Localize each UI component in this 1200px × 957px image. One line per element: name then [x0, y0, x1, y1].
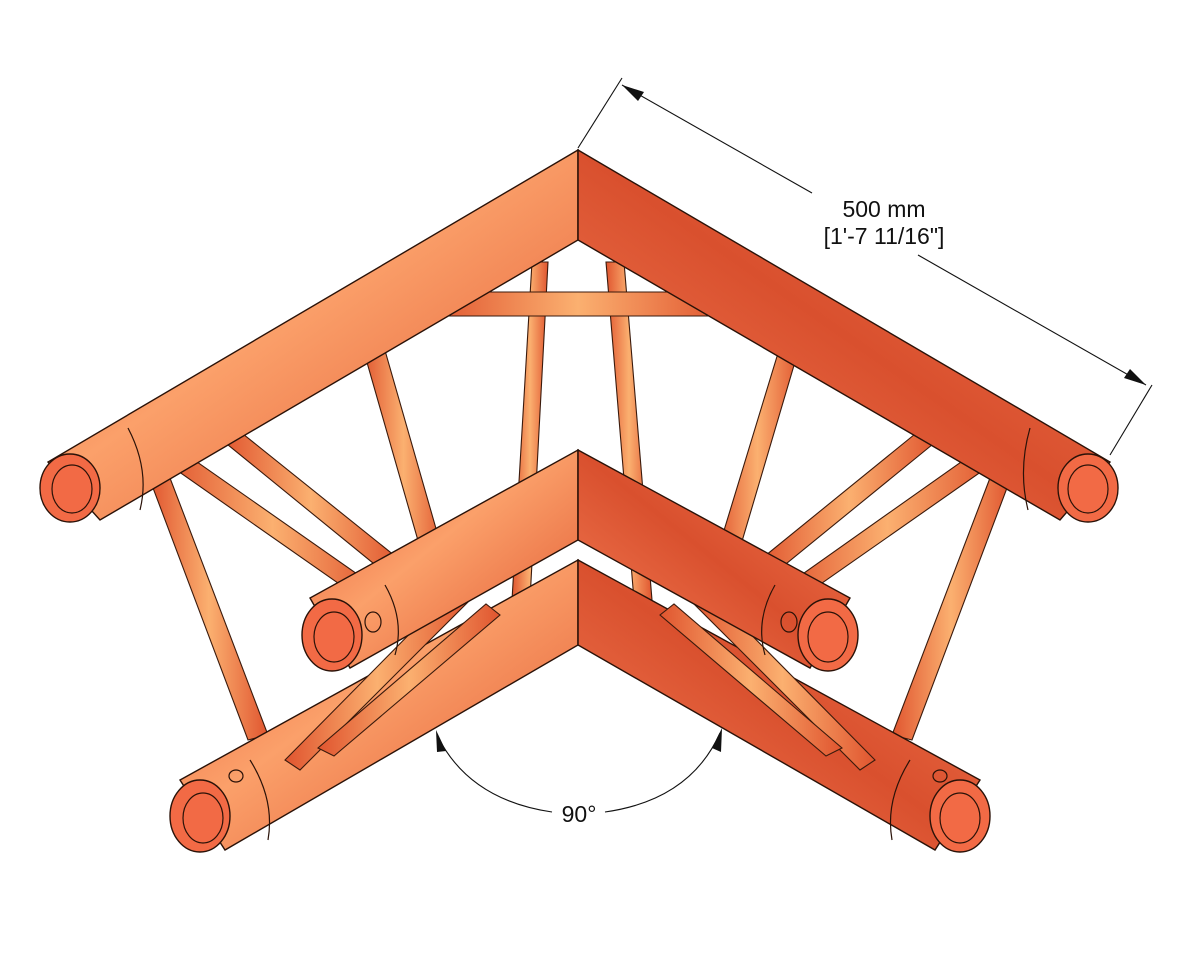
angle-arrowhead-right-icon [712, 728, 722, 752]
angle-label: 90° [562, 801, 597, 827]
lower-right-pin-hole [932, 769, 948, 783]
lower-right-sleeve-line [889, 759, 911, 841]
arrowhead-lower-icon [1124, 369, 1146, 385]
lower-left-tube-end [169, 779, 231, 853]
angle-dimension: 90° [436, 728, 722, 827]
brace-front-right-b [659, 603, 843, 757]
top-left-sleeve-line [127, 427, 144, 511]
angle-arc-right [604, 732, 721, 813]
top-left-tube-end [39, 453, 101, 523]
angle-arc-left [437, 736, 553, 813]
extension-line-apex [577, 77, 623, 149]
arrowhead-upper-icon [622, 85, 644, 101]
lower-left-sleeve-line [249, 759, 271, 841]
length-imperial-label: [1'-7 11/16"] [824, 223, 945, 249]
top-chord [39, 148, 1119, 523]
upper-left-pin-hole [364, 611, 382, 633]
angle-arrowhead-left-icon [436, 730, 446, 752]
upper-right-sleeve-line [761, 584, 776, 656]
upper-left-tube-end [301, 598, 363, 672]
upper-right-tube-end [797, 598, 859, 672]
upper-right-pin-hole [780, 611, 798, 633]
front-upper-chord [301, 448, 859, 672]
length-metric-label: 500 mm [842, 196, 925, 222]
extension-line-end [1109, 384, 1153, 456]
dimension-line-upper [621, 84, 813, 194]
brace-front-left-b [317, 603, 501, 757]
top-chord-left-tube [46, 148, 579, 521]
length-dimension: 500 mm [1'-7 11/16"] [577, 77, 1153, 456]
top-right-tube-end [1057, 453, 1119, 523]
upper-left-sleeve-line [384, 584, 399, 656]
lower-left-pin-hole [228, 769, 244, 783]
top-right-sleeve-line [1022, 427, 1031, 511]
lower-right-tube-end [929, 779, 991, 853]
bracing-front [284, 587, 876, 771]
dimension-line-lower [917, 254, 1147, 386]
